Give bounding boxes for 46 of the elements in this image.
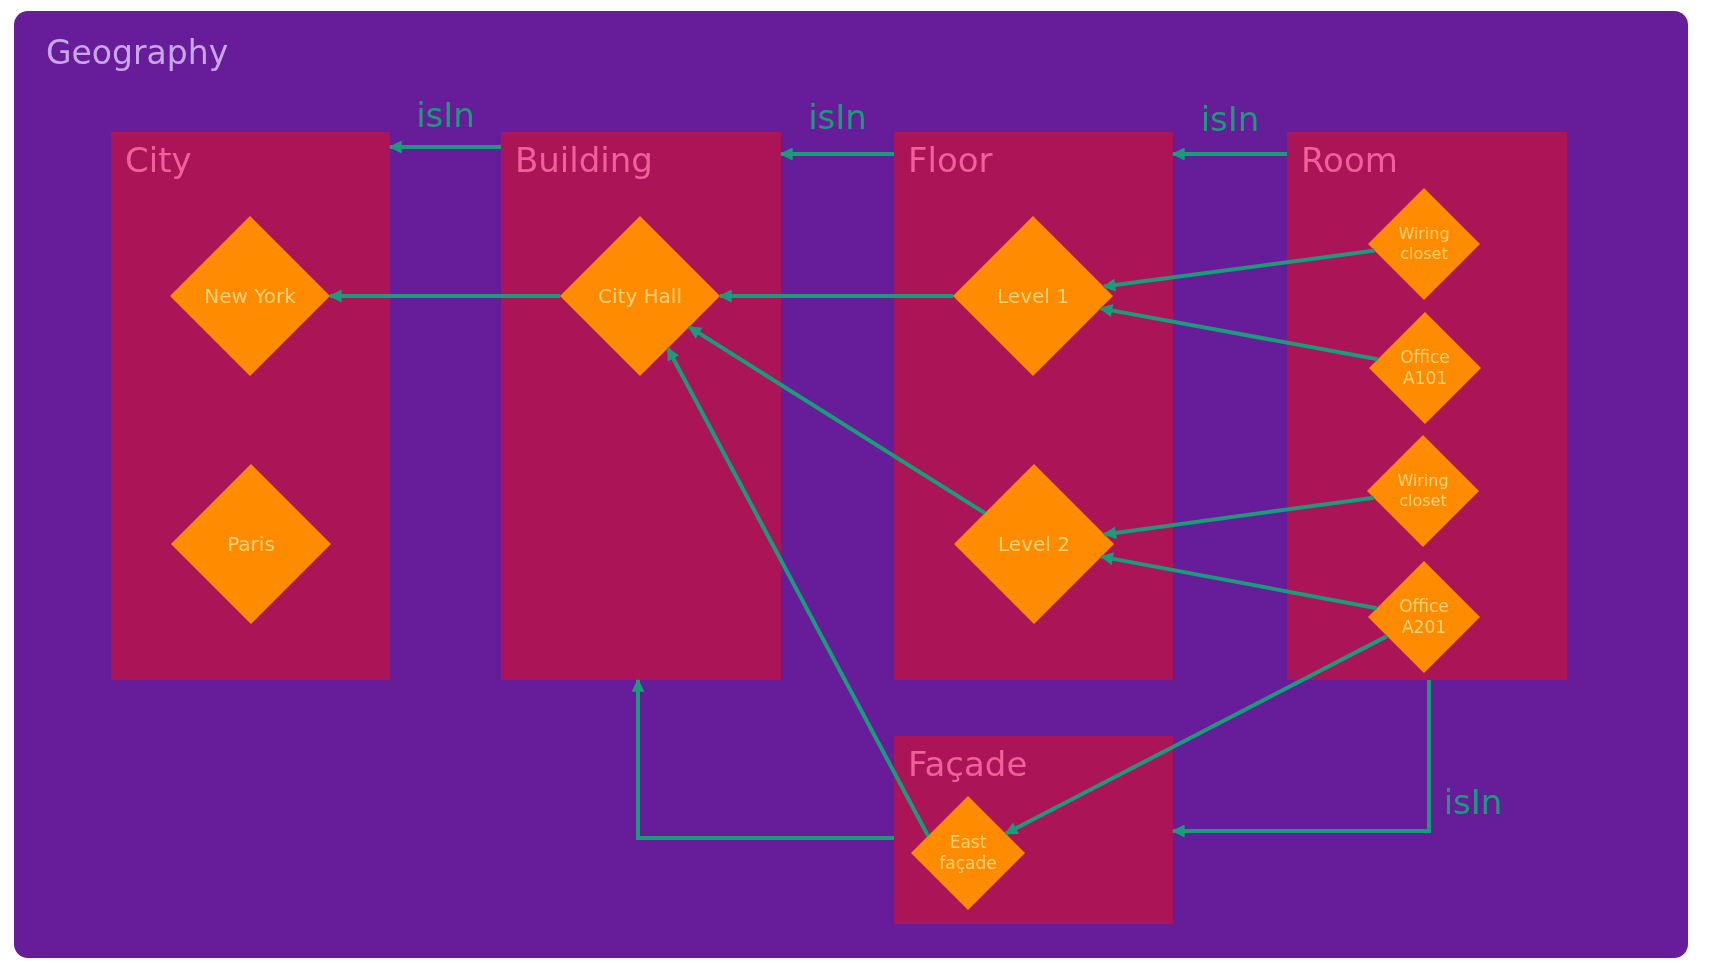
node-label: Office A101	[1399, 346, 1451, 390]
node-label: East façade	[938, 831, 998, 875]
arrow	[779, 147, 894, 161]
diamond-node	[911, 796, 1025, 910]
group-panel	[894, 132, 1173, 680]
node-label: New York	[203, 283, 297, 309]
group-panel	[111, 132, 390, 680]
arrow	[1102, 248, 1375, 292]
diamond-node	[560, 216, 720, 376]
node-label: City Hall	[597, 283, 683, 309]
panel-title: Room	[1301, 140, 1398, 180]
arrow	[1171, 680, 1431, 838]
diamond-node	[1367, 435, 1479, 547]
node-label: Office A201	[1398, 595, 1450, 639]
diamond-node	[171, 464, 331, 624]
arrow	[388, 140, 501, 154]
node-label: Level 1	[996, 283, 1070, 309]
arrow	[1004, 634, 1388, 836]
node-label: Level 2	[997, 531, 1071, 557]
panel-title: City	[125, 140, 192, 180]
arrow	[1099, 304, 1379, 362]
diamond-node	[953, 216, 1113, 376]
diamond-node	[954, 464, 1114, 624]
node-label: Wiring closet	[1397, 224, 1451, 264]
panel-title: Building	[515, 140, 653, 180]
arrow	[1100, 552, 1378, 611]
node-label: Wiring closet	[1396, 471, 1450, 511]
node-label: Paris	[226, 531, 276, 557]
diamond-node	[170, 216, 330, 376]
arrow	[328, 289, 560, 303]
panel-title: Floor	[908, 140, 993, 180]
arrow	[1171, 147, 1287, 161]
arrow	[688, 325, 986, 515]
region-panel	[14, 11, 1688, 958]
panel-title: Façade	[908, 744, 1028, 784]
arrow	[666, 347, 930, 837]
group-panel	[894, 736, 1173, 924]
arrow	[718, 289, 953, 303]
panel-title: Geography	[46, 33, 229, 72]
diamond-node	[1368, 188, 1480, 300]
diamond-node	[1368, 561, 1480, 673]
arrow	[631, 678, 894, 840]
group-panel	[501, 132, 781, 680]
group-panel	[1287, 132, 1567, 680]
diamond-node	[1369, 312, 1481, 424]
arrow	[1103, 495, 1374, 540]
